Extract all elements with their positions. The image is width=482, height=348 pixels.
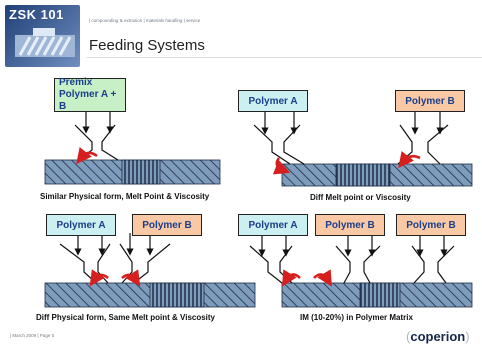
panel-2-polymer-b-box: Polymer B [395, 90, 465, 112]
panel-3-polymer-b-box: Polymer B [132, 214, 202, 236]
brand-name: coperion [410, 329, 466, 344]
panel-3-caption: Diff Physical form, Same Melt point & Vi… [36, 313, 216, 322]
panel-2-polymer-b-label: Polymer B [405, 95, 455, 107]
extruder-screw-icon [15, 28, 75, 57]
panel-4-polymer-b-box-1: Polymer B [315, 214, 385, 236]
panel-4-caption: IM (10-20%) in Polymer Matrix [300, 313, 413, 322]
premix-label: Premix [59, 77, 93, 88]
zsk-logo: ZSK 101 [5, 5, 80, 67]
panel-4-arrows [258, 233, 448, 287]
panel-2-arrows [261, 110, 444, 175]
panel-4-polymer-b-label-1: Polymer B [325, 219, 375, 231]
panel-4-hoppers [249, 245, 455, 284]
panel-2-polymer-a-label: Polymer A [248, 95, 298, 107]
panel-3-arrows [74, 233, 154, 287]
panel-3-polymer-a-label: Polymer A [56, 219, 106, 231]
panel-1-arrows [76, 112, 114, 165]
title-divider [87, 57, 482, 58]
panel-1-barrel [44, 159, 221, 185]
polymer-ab-label: Polymer A + B [59, 89, 117, 112]
panel-4-polymer-b-label-2: Polymer B [406, 219, 456, 231]
panel-3-barrel [44, 282, 256, 308]
page-title: Feeding Systems [89, 37, 205, 54]
brand-paren-close: ) [465, 329, 470, 344]
premix-box: Premix Polymer A + B [54, 77, 126, 112]
panel-4-polymer-a-label: Polymer A [248, 219, 298, 231]
panel-3-polymer-a-box: Polymer A [46, 214, 116, 236]
brand-paren-open: ( [406, 329, 411, 344]
panel-4-polymer-b-box-2: Polymer B [396, 214, 466, 236]
panel-3-hoppers [59, 243, 171, 284]
panel-2-polymer-a-box: Polymer A [238, 90, 308, 112]
footer-date-page: | March 2009 | Page 5 [10, 333, 55, 338]
logo-title: ZSK 101 [9, 7, 64, 22]
panel-2-caption: Diff Melt point or Viscosity [310, 193, 411, 202]
top-nav: | compounding & extrusion | materials ha… [89, 18, 201, 23]
coperion-logo: (coperion) [406, 329, 470, 344]
panel-1-caption: Similar Physical form, Melt Point & Visc… [40, 192, 210, 201]
panel-4-barrel [281, 282, 473, 308]
panel-4-polymer-a-box: Polymer A [238, 214, 308, 236]
panel-3-polymer-b-label: Polymer B [142, 219, 192, 231]
panel-2-barrel [281, 163, 473, 187]
